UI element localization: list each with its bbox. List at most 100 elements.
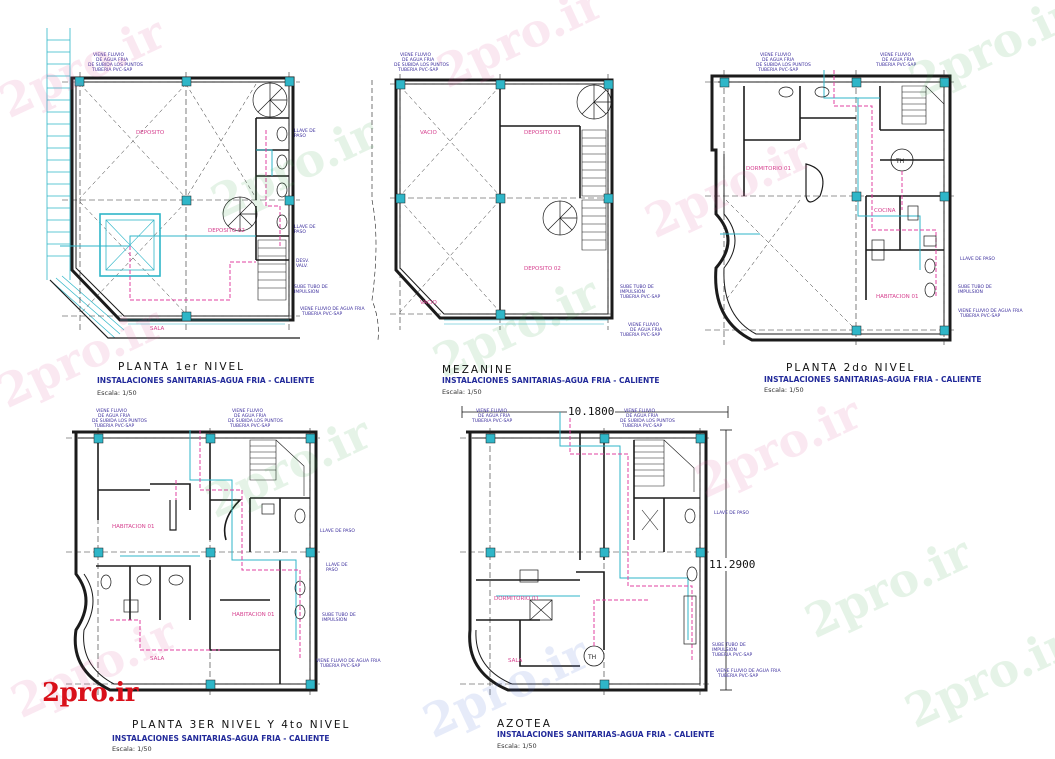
- svg-text:TUBERIA PVC-SAP: TUBERIA PVC-SAP: [397, 67, 439, 73]
- svg-text:VIENE FLUVIO: VIENE FLUVIO: [628, 322, 659, 328]
- plan-title: PLANTA 2do NIVEL: [786, 362, 916, 374]
- plan-subtitle: INSTALACIONES SANITARIAS-AGUA FRIA - CAL…: [97, 376, 315, 385]
- svg-text:IMPULSION: IMPULSION: [294, 289, 319, 295]
- svg-text:TH: TH: [895, 158, 904, 165]
- dimension-width: 10.1800: [567, 405, 616, 418]
- plan-title: PLANTA 3ER NIVEL Y 4to NIVEL: [132, 719, 351, 731]
- exterior-stair-ladder: [46, 28, 71, 280]
- plan-title: PLANTA 1er NIVEL: [118, 361, 245, 373]
- room-label: DORMITORIO 01: [494, 596, 539, 602]
- svg-text:IMPULSION: IMPULSION: [958, 289, 983, 295]
- plan-subtitle: INSTALACIONES SANITARIAS-AGUA FRIA - CAL…: [442, 376, 660, 385]
- plan-scale: Escala: 1/50: [442, 388, 482, 396]
- svg-text:VIENE FLUVIO: VIENE FLUVIO: [93, 52, 124, 58]
- svg-text:PASO: PASO: [326, 567, 338, 573]
- svg-text:DE AGUA FRIA: DE AGUA FRIA: [762, 57, 795, 63]
- plan-planta-1er-nivel: DEPOSITO DEPOSITO 02 SALA VIENE FLUVIODE…: [46, 28, 366, 339]
- svg-text:VIENE FLUVIO: VIENE FLUVIO: [232, 408, 263, 414]
- svg-text:TUBERIA PVC-SAP: TUBERIA PVC-SAP: [91, 67, 133, 73]
- svg-text:LLAVE DE: LLAVE DE: [294, 128, 316, 134]
- room-label: HABITACION 01: [876, 294, 919, 300]
- outer-wall: [710, 74, 952, 342]
- svg-text:TUBERIA PVC-SAP: TUBERIA PVC-SAP: [301, 311, 343, 317]
- svg-text:DE AGUA FRIA: DE AGUA FRIA: [882, 57, 915, 63]
- svg-text:VIENE FLUVIO DE AGUA FRIA: VIENE FLUVIO DE AGUA FRIA: [300, 306, 366, 312]
- plan-planta-3er-4to-nivel: HABITACION 01 HABITACION 01 SALA VIENE F…: [66, 408, 382, 698]
- svg-text:VIENE FLUVIO DE AGUA FRIA: VIENE FLUVIO DE AGUA FRIA: [716, 668, 782, 674]
- svg-text:SUBE TUBO DE: SUBE TUBO DE: [958, 284, 992, 290]
- svg-text:SUBE TUBO DE: SUBE TUBO DE: [294, 284, 328, 290]
- room-label: HABITACION 01: [232, 612, 275, 618]
- svg-text:TUBERIA PVC-SAP: TUBERIA PVC-SAP: [229, 423, 271, 429]
- room-label: VACIO: [420, 300, 438, 306]
- svg-text:VALV.: VALV.: [296, 263, 308, 269]
- svg-text:DESV.: DESV.: [296, 258, 309, 264]
- svg-text:TUBERIA PVC-SAP: TUBERIA PVC-SAP: [711, 652, 753, 658]
- plan-scale: Escala: 1/50: [112, 745, 152, 753]
- room-label: HABITACION 01: [112, 524, 155, 530]
- svg-text:SUBE TUBO DE: SUBE TUBO DE: [620, 284, 654, 290]
- room-label: VACIO: [420, 130, 438, 136]
- svg-text:VIENE FLUVIO: VIENE FLUVIO: [400, 52, 431, 58]
- svg-text:DE SUBIDA LOS PUNTOS: DE SUBIDA LOS PUNTOS: [88, 62, 143, 68]
- svg-text:PASO: PASO: [294, 133, 306, 139]
- svg-text:TUBERIA PVC-SAP: TUBERIA PVC-SAP: [471, 418, 513, 424]
- room-label: DEPOSITO 02: [524, 266, 561, 272]
- room-label: DORMITORIO 01: [746, 166, 791, 172]
- svg-text:TUBERIA PVC-SAP: TUBERIA PVC-SAP: [757, 67, 799, 73]
- plan-title: AZOTEA: [497, 718, 552, 730]
- svg-text:VIENE FLUVIO: VIENE FLUVIO: [476, 408, 507, 414]
- svg-text:DE AGUA FRIA: DE AGUA FRIA: [96, 57, 129, 63]
- plan-planta-2do-nivel: DORMITORIO 01 HABITACION 01 COCINA TH VI…: [705, 52, 1024, 345]
- plan-subtitle: INSTALACIONES SANITARIAS-AGUA FRIA - CAL…: [497, 730, 715, 739]
- svg-text:VIENE FLUVIO: VIENE FLUVIO: [760, 52, 791, 58]
- outer-wall: [466, 430, 708, 692]
- svg-text:TUBERIA PVC-SAP: TUBERIA PVC-SAP: [319, 663, 361, 669]
- svg-text:TUBERIA PVC-SAP: TUBERIA PVC-SAP: [621, 423, 663, 429]
- svg-text:DE SUBIDA LOS PUNTOS: DE SUBIDA LOS PUNTOS: [620, 418, 675, 424]
- room-label: DEPOSITO: [136, 130, 165, 136]
- plan-title: MEZANINE: [442, 364, 514, 376]
- svg-text:PASO: PASO: [294, 229, 306, 235]
- svg-text:TUBERIA PVC-SAP: TUBERIA PVC-SAP: [93, 423, 135, 429]
- svg-text:DE SUBIDA LOS PUNTOS: DE SUBIDA LOS PUNTOS: [228, 418, 283, 424]
- outer-wall: [394, 78, 614, 320]
- svg-text:VIENE FLUVIO: VIENE FLUVIO: [880, 52, 911, 58]
- room-label: SALA: [508, 658, 523, 664]
- svg-text:DE SUBIDA LOS PUNTOS: DE SUBIDA LOS PUNTOS: [756, 62, 811, 68]
- svg-text:IMPULSION: IMPULSION: [712, 647, 737, 653]
- svg-text:DE AGUA FRIA: DE AGUA FRIA: [630, 327, 663, 333]
- svg-text:VIENE FLUVIO: VIENE FLUVIO: [96, 408, 127, 414]
- svg-text:DE AGUA FRIA: DE AGUA FRIA: [98, 413, 131, 419]
- outer-wall: [72, 430, 318, 692]
- site-logo[interactable]: 2pro.ir: [42, 678, 138, 708]
- svg-text:VIENE FLUVIO DE AGUA FRIA: VIENE FLUVIO DE AGUA FRIA: [958, 308, 1024, 314]
- svg-text:VIENE FLUVIO DE AGUA FRIA: VIENE FLUVIO DE AGUA FRIA: [316, 658, 382, 664]
- plan-scale: Escala: 1/50: [497, 742, 537, 750]
- svg-text:SUBE TUBO DE: SUBE TUBO DE: [322, 612, 356, 618]
- dimension-height: 11.2900: [708, 558, 757, 571]
- svg-text:DE AGUA FRIA: DE AGUA FRIA: [402, 57, 435, 63]
- room-label: SALA: [150, 326, 165, 332]
- svg-text:DE SUBIDA LOS PUNTOS: DE SUBIDA LOS PUNTOS: [92, 418, 147, 424]
- svg-text:TUBERIA PVC-SAP: TUBERIA PVC-SAP: [959, 313, 1001, 319]
- svg-text:DE AGUA FRIA: DE AGUA FRIA: [626, 413, 659, 419]
- svg-text:LLAVE DE PASO: LLAVE DE PASO: [320, 528, 355, 534]
- room-label: DEPOSITO 02: [208, 228, 245, 234]
- svg-text:IMPULSION: IMPULSION: [322, 617, 347, 623]
- svg-text:LLAVE DE PASO: LLAVE DE PASO: [960, 256, 995, 262]
- plan-scale: Escala: 1/50: [97, 389, 137, 397]
- room-label: DEPOSITO 01: [524, 130, 561, 136]
- svg-text:TUBERIA PVC-SAP: TUBERIA PVC-SAP: [619, 294, 661, 300]
- svg-text:VIENE FLUVIO: VIENE FLUVIO: [624, 408, 655, 414]
- svg-text:TUBERIA PVC-SAP: TUBERIA PVC-SAP: [619, 332, 661, 338]
- svg-text:SUBE TUBO DE: SUBE TUBO DE: [712, 642, 746, 648]
- svg-text:DE SUBIDA LOS PUNTOS: DE SUBIDA LOS PUNTOS: [394, 62, 449, 68]
- room-label: COCINA: [874, 208, 896, 214]
- plan-subtitle: INSTALACIONES SANITARIAS-AGUA FRIA - CAL…: [112, 734, 330, 743]
- svg-text:TH: TH: [587, 654, 596, 661]
- svg-text:LLAVE DE PASO: LLAVE DE PASO: [714, 510, 749, 516]
- plan-mezanine: VACIO DEPOSITO 01 DEPOSITO 02 VACIO VIEN…: [371, 52, 663, 341]
